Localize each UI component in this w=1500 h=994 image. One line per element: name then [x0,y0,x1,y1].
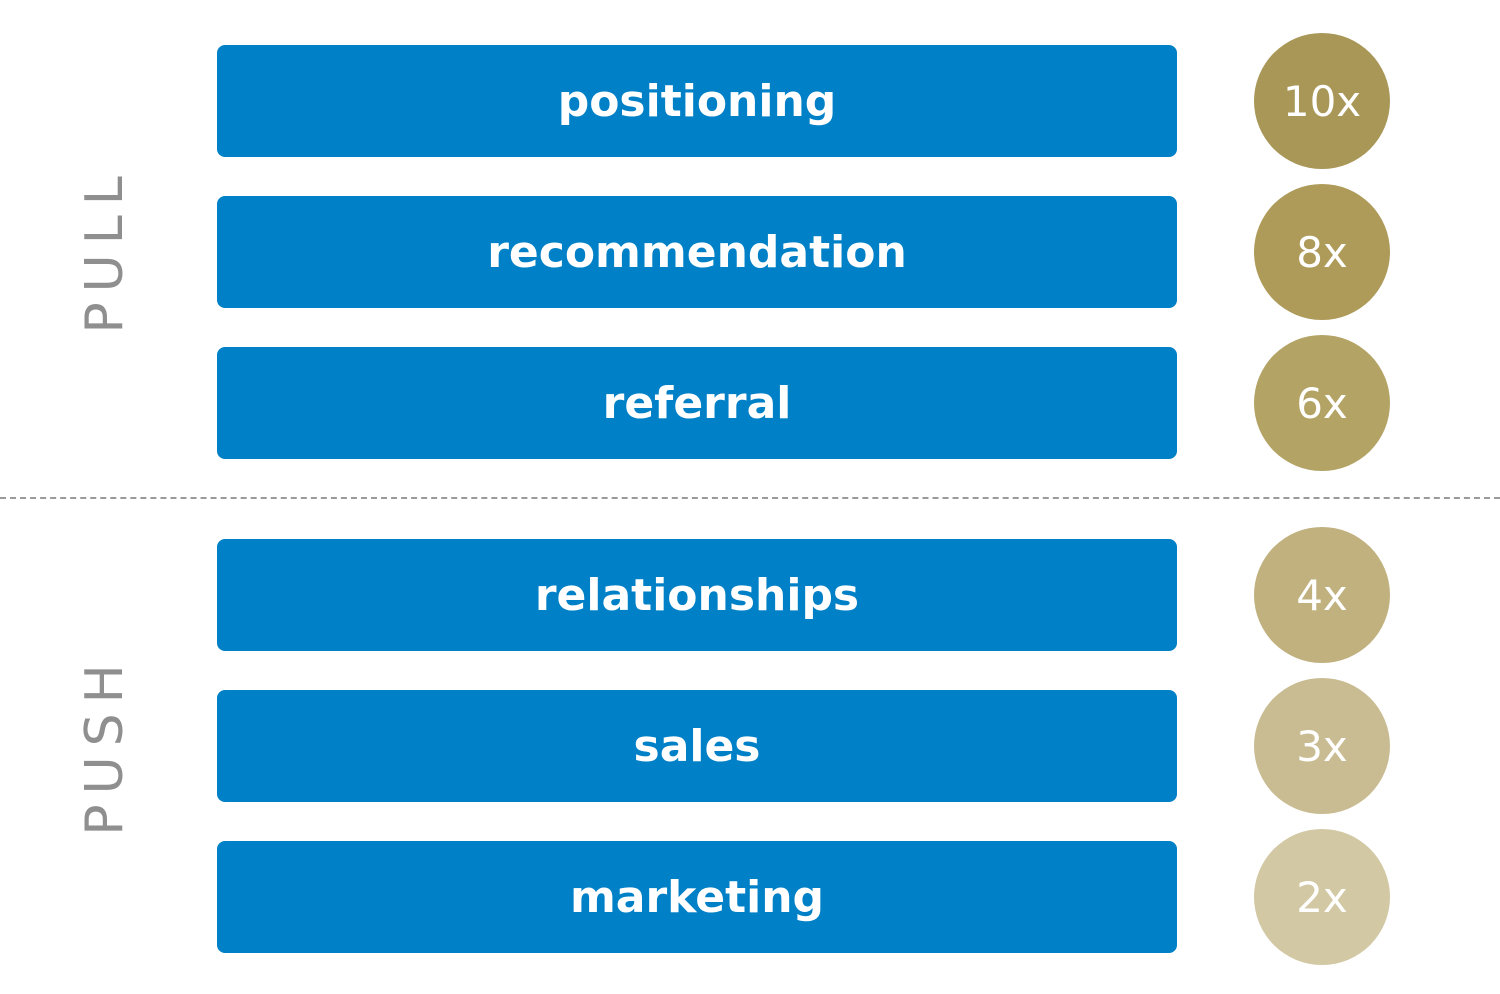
bar-recommendation: recommendation [217,196,1177,308]
badge-marketing: 2x [1254,829,1390,965]
badge-referral: 6x [1254,335,1390,471]
bar-sales: sales [217,690,1177,802]
pull-group-label: PULL [75,166,135,334]
bar-referral: referral [217,347,1177,459]
badge-relationships: 4x [1254,527,1390,663]
badge-sales: 3x [1254,678,1390,814]
pull-push-divider [0,497,1500,499]
badge-recommendation: 8x [1254,184,1390,320]
bar-relationships: relationships [217,539,1177,651]
push-group-label: PUSH [75,654,135,836]
badge-positioning: 10x [1254,33,1390,169]
bar-positioning: positioning [217,45,1177,157]
bar-marketing: marketing [217,841,1177,953]
